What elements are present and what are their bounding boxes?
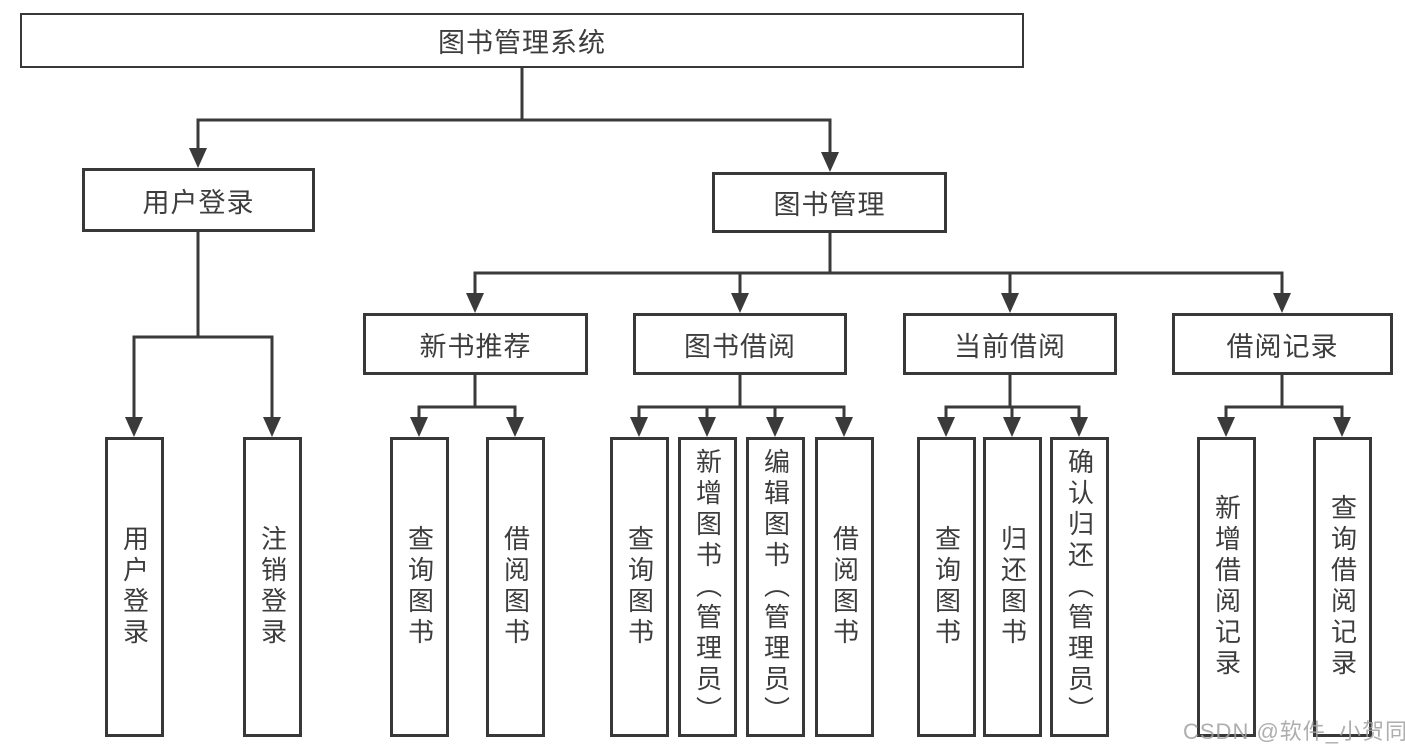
arrow-down-icon	[766, 417, 784, 437]
arrow-down-icon	[1003, 417, 1021, 437]
node-label: 归还图书	[997, 525, 1028, 649]
node-label: 新增借阅记录	[1211, 494, 1242, 680]
node-new-book-recommendation: 新书推荐	[363, 313, 588, 375]
node-label: 借阅记录	[1226, 331, 1339, 362]
node-query-books-borrowing: 查询图书	[610, 437, 669, 737]
node-label: 查询借阅记录	[1327, 494, 1358, 680]
node-label: 图书管理	[773, 190, 886, 220]
arrow-down-icon	[1070, 417, 1088, 437]
node-user-login: 用户登录	[82, 168, 315, 232]
node-add-borrow-record: 新增借阅记录	[1197, 437, 1256, 737]
arrow-down-icon	[698, 417, 716, 437]
node-label: 借阅图书	[500, 525, 531, 649]
node-add-books-admin: 新增图书（管理员）	[678, 437, 737, 737]
arrow-down-icon	[1333, 417, 1351, 437]
node-label: 注销登录	[257, 525, 288, 649]
node-edit-books-admin: 编辑图书（管理员）	[746, 437, 805, 737]
node-label: 图书借阅	[684, 331, 796, 362]
node-label: 查询图书	[404, 525, 435, 649]
arrow-down-icon	[630, 417, 648, 437]
arrow-down-icon	[1217, 417, 1235, 437]
arrow-down-icon	[410, 417, 428, 437]
arrow-down-icon	[466, 293, 484, 313]
arrow-down-icon	[1273, 293, 1291, 313]
node-query-books-current: 查询图书	[917, 437, 976, 737]
node-label: 借阅图书	[829, 525, 860, 649]
arrow-down-icon	[125, 417, 143, 437]
node-label: 新书推荐	[419, 331, 532, 362]
node-label: 用户登录	[119, 525, 150, 649]
node-confirm-return-admin: 确认归还（管理员）	[1050, 437, 1109, 737]
node-book-management: 图书管理	[712, 172, 947, 233]
node-return-books: 归还图书	[983, 437, 1042, 737]
node-query-borrow-record: 查询借阅记录	[1313, 437, 1372, 737]
node-label: 查询图书	[931, 525, 962, 649]
arrow-down-icon	[189, 148, 207, 168]
arrow-down-icon	[821, 152, 839, 172]
node-query-books-recommend: 查询图书	[390, 437, 449, 737]
node-user-login-action: 用户登录	[105, 437, 164, 737]
node-label: 确认归还（管理员）	[1064, 447, 1095, 727]
node-label: 编辑图书（管理员）	[760, 447, 791, 727]
node-current-borrowing: 当前借阅	[903, 313, 1117, 375]
node-label: 查询图书	[624, 525, 655, 649]
node-library-management-system: 图书管理系统	[20, 13, 1024, 68]
arrow-down-icon	[1001, 293, 1019, 313]
arrow-down-icon	[263, 417, 281, 437]
arrow-down-icon	[506, 417, 524, 437]
node-borrow-books-borrowing: 借阅图书	[815, 437, 874, 737]
arrow-down-icon	[937, 417, 955, 437]
node-label: 当前借阅	[954, 331, 1066, 362]
node-label: 用户登录	[142, 187, 255, 218]
node-borrow-books-recommend: 借阅图书	[486, 437, 545, 737]
node-label: 新增图书（管理员）	[692, 447, 723, 727]
connector-lines	[132, 66, 1344, 423]
node-logout-action: 注销登录	[243, 437, 302, 737]
watermark: CSDN @软件_小贺同学	[1183, 719, 1405, 744]
node-borrowing-records: 借阅记录	[1172, 313, 1393, 375]
node-book-borrowing: 图书借阅	[633, 313, 847, 375]
node-label: 图书管理系统	[438, 28, 606, 58]
arrow-down-icon	[731, 293, 749, 313]
arrow-down-icon	[835, 417, 853, 437]
